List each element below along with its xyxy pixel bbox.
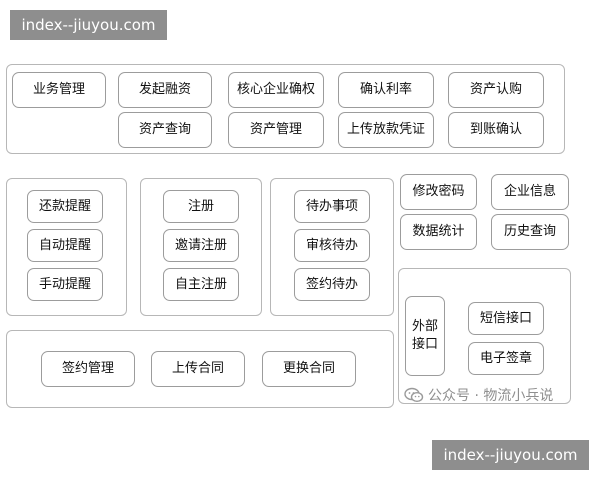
node-sign-todo: 签约待办 xyxy=(294,268,370,301)
node-business-management: 业务管理 xyxy=(12,72,106,108)
node-external-interface: 外部接口 xyxy=(405,296,445,376)
node-self-register: 自主注册 xyxy=(163,268,239,301)
node-repayment-reminder: 还款提醒 xyxy=(27,190,103,223)
node-initiate-financing: 发起融资 xyxy=(118,72,212,108)
node-asset-management: 资产管理 xyxy=(228,112,324,148)
node-history-query: 历史查询 xyxy=(491,214,569,250)
node-sign-management: 签约管理 xyxy=(41,351,135,387)
node-review-todo: 审核待办 xyxy=(294,229,370,262)
wechat-watermark: 公众号 · 物流小兵说 xyxy=(404,384,553,406)
watermark-banner-top: index--jiuyou.com xyxy=(10,10,167,40)
node-company-info: 企业信息 xyxy=(491,174,569,210)
watermark-text: 公众号 · 物流小兵说 xyxy=(428,388,554,404)
node-confirm-interest-rate: 确认利率 xyxy=(338,72,434,108)
node-invite-register: 邀请注册 xyxy=(163,229,239,262)
node-register: 注册 xyxy=(163,190,239,223)
node-manual-reminder: 手动提醒 xyxy=(27,268,103,301)
watermark-banner-bottom: index--jiuyou.com xyxy=(432,440,589,470)
node-upload-loan-voucher: 上传放款凭证 xyxy=(338,112,434,148)
node-todo-items: 待办事项 xyxy=(294,190,370,223)
node-data-statistics: 数据统计 xyxy=(400,214,477,250)
wechat-icon xyxy=(404,387,424,403)
node-arrival-confirmation: 到账确认 xyxy=(448,112,544,148)
node-asset-query: 资产查询 xyxy=(118,112,212,148)
node-auto-reminder: 自动提醒 xyxy=(27,229,103,262)
node-asset-subscription: 资产认购 xyxy=(448,72,544,108)
node-core-enterprise-confirmation: 核心企业确权 xyxy=(228,72,324,108)
node-e-signature: 电子签章 xyxy=(468,342,544,375)
node-change-password: 修改密码 xyxy=(400,174,477,210)
node-upload-contract: 上传合同 xyxy=(151,351,245,387)
node-sms-interface: 短信接口 xyxy=(468,302,544,335)
node-replace-contract: 更换合同 xyxy=(262,351,356,387)
